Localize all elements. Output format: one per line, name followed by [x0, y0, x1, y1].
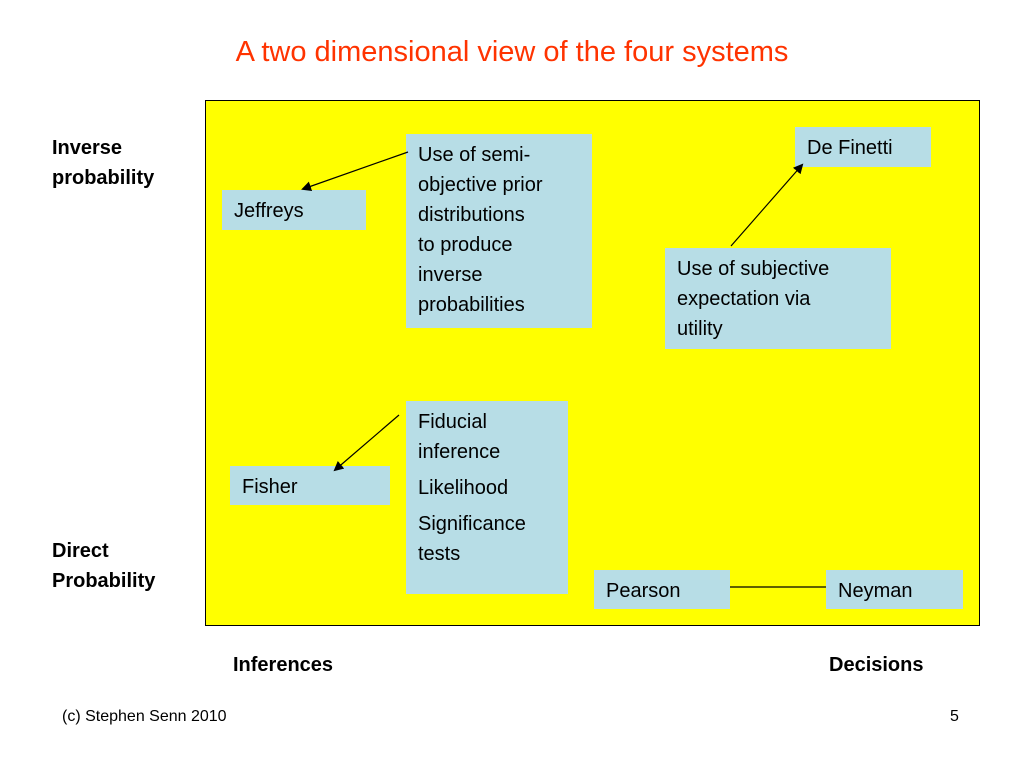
- arrow-subjective-to-de-finetti: [730, 163, 804, 247]
- box-pearson-label: Pearson: [606, 580, 681, 602]
- y-axis-top-label-line-1: Inverse: [52, 137, 123, 159]
- box-neyman-label: Neyman: [838, 580, 913, 602]
- y-axis-top-label: Inverse probability: [52, 133, 154, 193]
- diagram-panel: [205, 100, 980, 626]
- fiducial-item-2-line-1: Likelihood: [418, 477, 509, 499]
- y-axis-bottom-label: Direct Probability: [52, 536, 155, 596]
- subjective-line-1: Use of subjective: [677, 258, 830, 280]
- subjective-line-3: utility: [677, 318, 723, 340]
- box-pearson: Pearson: [594, 570, 730, 609]
- box-neyman: Neyman: [826, 570, 963, 609]
- box-fisher: Fisher: [230, 466, 390, 505]
- fiducial-item-3-line-1: Significance: [418, 513, 526, 535]
- semi-objective-line-3: distributions: [418, 204, 525, 226]
- box-fisher-label: Fisher: [242, 476, 298, 498]
- x-axis-left-label: Inferences: [233, 654, 334, 676]
- semi-objective-line-1: Use of semi-: [418, 144, 531, 166]
- fiducial-item-1-line-2: inference: [418, 441, 501, 463]
- fiducial-item-2: Likelihood: [418, 473, 556, 503]
- semi-objective-line-5: inverse: [418, 264, 483, 286]
- arrow-fiducial-to-fisher: [333, 414, 400, 472]
- semi-objective-line-6: probabilities: [418, 294, 525, 316]
- subjective-line-2: expectation via: [677, 288, 811, 310]
- box-semi-objective: Use of semi- objective prior distributio…: [406, 134, 592, 328]
- box-de-finetti: De Finetti: [795, 127, 931, 167]
- x-axis-right-label: Decisions: [829, 654, 924, 676]
- y-axis-bottom-label-line-1: Direct: [52, 540, 109, 562]
- semi-objective-line-2: objective prior: [418, 174, 543, 196]
- box-jeffreys-label: Jeffreys: [234, 200, 304, 222]
- fiducial-item-1-line-1: Fiducial: [418, 411, 487, 433]
- page-number: 5: [950, 708, 959, 725]
- y-axis-top-label-line-2: probability: [52, 167, 155, 189]
- fiducial-item-1: Fiducial inference: [418, 407, 556, 467]
- semi-objective-line-4: to produce: [418, 234, 513, 256]
- y-axis-bottom-label-line-2: Probability: [52, 570, 156, 592]
- footer-copyright: (c) Stephen Senn 2010: [62, 708, 227, 725]
- box-de-finetti-label: De Finetti: [807, 137, 893, 159]
- slide-title: A two dimensional view of the four syste…: [235, 36, 789, 68]
- box-fiducial: Fiducial inference Likelihood Significan…: [406, 401, 568, 594]
- box-jeffreys: Jeffreys: [222, 190, 366, 230]
- arrow-semi-objective-to-jeffreys: [301, 151, 409, 192]
- fiducial-item-3: Significance tests: [418, 509, 556, 569]
- fiducial-item-3-line-2: tests: [418, 543, 461, 565]
- box-subjective: Use of subjective expectation via utilit…: [665, 248, 891, 349]
